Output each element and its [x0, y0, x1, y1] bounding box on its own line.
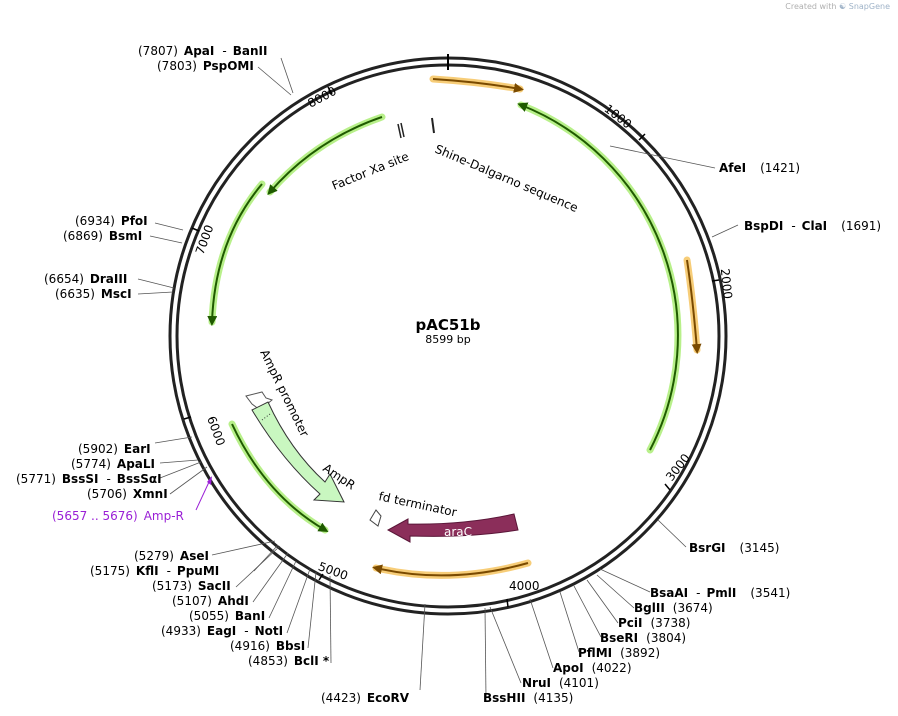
amp-r-primer-arrow-icon — [207, 476, 212, 485]
tick-label-5000: 5000 — [316, 559, 349, 583]
site-sacii[interactable]: (5173)SacII — [152, 579, 231, 593]
site-bsshii[interactable]: BssHII(4135) — [483, 691, 573, 705]
site-pfoi[interactable]: (6934)PfoI — [75, 214, 148, 228]
site-afei[interactable]: AfeI(1421) — [719, 161, 800, 175]
tick-label-7000: 7000 — [193, 223, 217, 256]
site-bcli[interactable]: (4853)BclI * — [248, 654, 330, 668]
site-msci[interactable]: (6635)MscI — [55, 287, 132, 301]
site-ecorv[interactable]: (4423)EcoRV — [321, 691, 410, 705]
site-bsaai[interactable]: BsaAI-PmlI(3541) — [650, 586, 790, 600]
orange-feature-right — [683, 256, 702, 354]
fd-terminator-arrow — [369, 509, 382, 527]
green-feature-upper-left — [266, 113, 386, 196]
green-feature-right — [517, 101, 682, 454]
site-ahdi[interactable]: (5107)AhdI — [172, 594, 249, 608]
ampr-arrow — [251, 401, 345, 503]
orange-feature-bottom — [372, 559, 532, 579]
site-xmni[interactable]: (5706)XmnI — [87, 487, 168, 501]
shine-dalgarno-label: Shine-Dalgarno sequence — [433, 142, 580, 215]
amp-r-primer-label: (5657 .. 5676)Amp-R — [52, 509, 184, 523]
site-pspomi[interactable]: (7803)PspOMI — [157, 59, 254, 73]
site-bglii[interactable]: BglII(3674) — [634, 601, 713, 615]
plasmid-name: pAC51b — [416, 316, 481, 334]
site-kfli[interactable]: (5175)KflI-PpuMI — [90, 564, 219, 578]
site-bseri[interactable]: BseRI(3804) — [600, 631, 686, 645]
plasmid-length: 8599 bp — [425, 333, 470, 346]
arac-label: araC — [444, 525, 472, 539]
site-apai[interactable]: (7807)ApaI-BanII — [138, 44, 267, 58]
site-bsssi[interactable]: (5771)BssSI-BssSαI — [16, 472, 162, 486]
amp-r-primer-marker — [195, 481, 210, 511]
shine-dalgarno-marker — [431, 117, 435, 134]
site-apoi[interactable]: ApoI(4022) — [553, 661, 632, 675]
arac-arrow — [386, 513, 519, 543]
site-bspdi[interactable]: BspDI-ClaI(1691) — [744, 219, 881, 233]
tick-label-4000: 4000 — [509, 579, 540, 593]
orange-feature-top — [429, 75, 524, 93]
credit-prefix: Created with — [785, 2, 837, 11]
ampr-promoter-arrow — [245, 391, 274, 411]
site-nrui[interactable]: NruI(4101) — [522, 676, 599, 690]
snapgene-logo-icon: ☯ — [839, 2, 847, 11]
factor-xa-marker — [397, 123, 402, 139]
credit-brand: SnapGene — [848, 2, 890, 11]
factor-xa-label: Factor Xa site — [330, 149, 411, 193]
site-bbsi[interactable]: (4916)BbsI — [230, 639, 305, 653]
green-feature-left — [207, 180, 266, 326]
snapgene-credit: Created with ☯ SnapGene — [785, 2, 890, 11]
site-eari[interactable]: (5902)EarI — [78, 442, 151, 456]
tick-label-2000: 2000 — [718, 268, 735, 300]
site-leader-lines — [137, 57, 739, 699]
site-bsmi[interactable]: (6869)BsmI — [63, 229, 142, 243]
green-feature-lower-left — [228, 420, 329, 534]
ticks — [183, 86, 720, 608]
site-eagi[interactable]: (4933)EagI-NotI — [161, 624, 283, 638]
tick-label-6000: 6000 — [204, 414, 228, 447]
site-asei[interactable]: (5279)AseI — [134, 549, 209, 563]
site-bani[interactable]: (5055)BanI — [189, 609, 265, 623]
site-pcii[interactable]: PciI(3738) — [618, 616, 690, 630]
factor-xa-marker-2 — [400, 122, 405, 138]
fd-terminator-label: fd terminator — [377, 489, 458, 519]
site-apali[interactable]: (5774)ApaLI — [71, 457, 155, 471]
site-draiii[interactable]: (6654)DraIII — [44, 272, 127, 286]
site-pflmi[interactable]: PflMI(3892) — [578, 646, 660, 660]
site-bsrgi[interactable]: BsrGI(3145) — [689, 541, 779, 555]
